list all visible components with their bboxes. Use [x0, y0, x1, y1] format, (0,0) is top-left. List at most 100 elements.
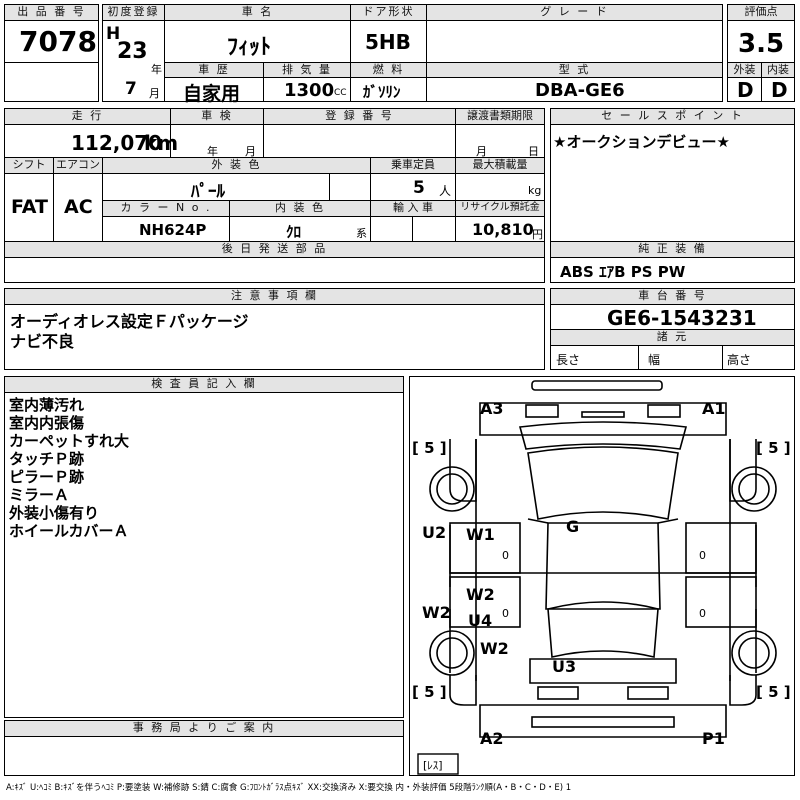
notes-line-1: オーディオレス設定Ｆパッケージ [10, 312, 249, 331]
damage-mark-a1: A1 [702, 399, 726, 418]
door-cell: 5HB [350, 20, 427, 63]
transfer-month-unit: 月 [476, 145, 487, 158]
inspector-header: 検 査 員 記 入 欄 [4, 376, 404, 393]
cc-unit: CC [334, 88, 347, 98]
notes-header: 注 意 事 項 欄 [4, 288, 545, 305]
frame-no-header: 車 台 番 号 [550, 288, 795, 305]
capacity-value: 5 [413, 178, 425, 198]
color-no-cell: NH624P [102, 216, 230, 242]
damage-mark-a3: A3 [480, 399, 504, 418]
notes-line-2: ナビ不良 [10, 332, 75, 351]
transfer-day-unit: 日 [528, 145, 539, 158]
damage-mark-u3: U3 [552, 657, 577, 676]
color-no-header: カ ラ ー N o . [102, 200, 230, 217]
sales-point-value: ★オークションデビュー★ [553, 133, 730, 151]
car-name-cell: ﾌｨｯﾄ [164, 20, 351, 63]
sales-point-cell: ★オークションデビュー★ [550, 124, 795, 242]
recycle-value: 10,810 [472, 220, 534, 239]
sales-point-header: セ ー ル ス ポ イ ン ト [550, 108, 795, 125]
import-cell [370, 216, 413, 242]
score-value: 3.5 [738, 29, 785, 59]
door-mark-zero: 0 [502, 549, 509, 562]
mileage-header: 走 行 [4, 108, 171, 125]
specs-header: 諸 元 [550, 329, 795, 346]
eval-score-cell: 3.5 [727, 20, 795, 63]
tire-front-left: [ 5 ] [412, 439, 447, 457]
load-unit: kg [528, 184, 542, 197]
damage-mark-a2: A2 [480, 729, 504, 748]
max-load-cell: kg [455, 173, 545, 201]
int-grade-cell: D [761, 77, 795, 102]
later-parts-header: 後 日 発 送 部 品 [4, 241, 545, 258]
import-cell-2 [412, 216, 456, 242]
km-unit: km [144, 131, 179, 155]
door-mark-zero: 0 [502, 607, 509, 620]
door-value: 5HB [365, 30, 411, 54]
recycle-cell: 10,810 円 [455, 216, 545, 242]
spec-width-cell: 幅 [638, 345, 723, 370]
door-mark-zero: 0 [699, 607, 706, 620]
door-header: ドア形状 [350, 4, 427, 21]
legend-text: A:ｷｽﾞ U:ﾍｺﾐ B:ｷｽﾞを伴うﾍｺﾐ P:要塗装 W:補修跡 S:錆 … [6, 783, 572, 793]
fuel-header: 燃 料 [350, 62, 427, 78]
notes-cell: オーディオレス設定Ｆパッケージ ナビ不良 [4, 304, 545, 370]
tire-front-right: [ 5 ] [756, 439, 791, 457]
genuine-equip-header: 純 正 装 備 [550, 241, 795, 258]
era-value: H [106, 24, 121, 44]
inspection-header: 車 検 [170, 108, 264, 125]
damage-mark-g: G [566, 517, 580, 536]
month-value: 7 [125, 79, 137, 99]
year-unit: 年 [151, 63, 162, 76]
inspection-year-unit: 年 [207, 145, 218, 158]
ext-grade-cell: D [727, 77, 762, 102]
inspector-note: ミラーＡ [9, 486, 70, 504]
inspection-month-unit: 月 [245, 145, 256, 158]
tire-rear-right: [ 5 ] [756, 683, 791, 701]
int-header: 内装 [761, 62, 795, 78]
history-cell: 自家用 [164, 77, 264, 105]
damage-mark-w1: W1 [466, 525, 495, 544]
inspection-cell: 年 月 [170, 124, 264, 158]
spec-height-cell: 高さ [722, 345, 795, 370]
car-name-header: 車 名 [164, 4, 351, 21]
car-name-value: ﾌｨｯﾄ [227, 35, 272, 60]
ext-grade-value: D [737, 78, 754, 102]
int-color-cell: ｸﾛ 系 [229, 216, 371, 242]
car-diagram: A3 A1 U2 W1 G W2 W2 U4 W2 U3 A2 P1 [ 5 ]… [409, 376, 795, 776]
model-type-header: 型 式 [426, 62, 723, 78]
tire-rear-left: [ 5 ] [412, 683, 447, 701]
office-header: 事 務 局 よ り ご 案 内 [4, 720, 404, 737]
max-load-header: 最大積載量 [455, 157, 545, 174]
aircon-cell: AC [53, 173, 103, 242]
inspector-note: 外装小傷有り [9, 504, 100, 522]
capacity-cell: 5 人 [370, 173, 456, 201]
spec-height-label: 高さ [727, 353, 752, 367]
lot-blank-cell [4, 62, 99, 102]
shift-header: シフト [4, 157, 54, 174]
aircon-header: エアコン [53, 157, 103, 174]
shift-cell: FAT [4, 173, 54, 242]
eval-score-header: 評価点 [727, 4, 795, 21]
lot-no-cell: 7078 [4, 20, 99, 63]
later-parts-cell [4, 257, 545, 283]
door-mark-zero: 0 [699, 549, 706, 562]
spec-length-label: 長さ [556, 353, 581, 367]
genuine-equip-value: ABS ｴｱB PS PW [560, 263, 686, 281]
reg-no-header: 登 録 番 号 [263, 108, 456, 125]
damage-mark-w2-mid: W2 [466, 585, 495, 604]
spare-tire-label: [ﾚｽ] [423, 759, 443, 772]
int-color-header: 内 装 色 [229, 200, 371, 217]
grade-cell [426, 20, 723, 63]
capacity-header: 乗車定員 [370, 157, 456, 174]
displacement-cell: 1300 CC [263, 77, 351, 102]
reg-no-cell [263, 124, 456, 158]
spec-width-label: 幅 [648, 353, 661, 367]
fuel-cell: ｶﾞｿﾘﾝ [350, 77, 427, 102]
int-color-unit: 系 [356, 227, 367, 240]
int-color-value: ｸﾛ [286, 223, 302, 241]
import-header: 輸 入 車 [370, 200, 456, 217]
ext-color-header: 外 装 色 [102, 157, 371, 174]
mileage-value: 112,070 [71, 131, 163, 155]
ext-color-extra-cell [329, 173, 371, 201]
inspector-note: カーペットすれ大 [9, 432, 130, 450]
